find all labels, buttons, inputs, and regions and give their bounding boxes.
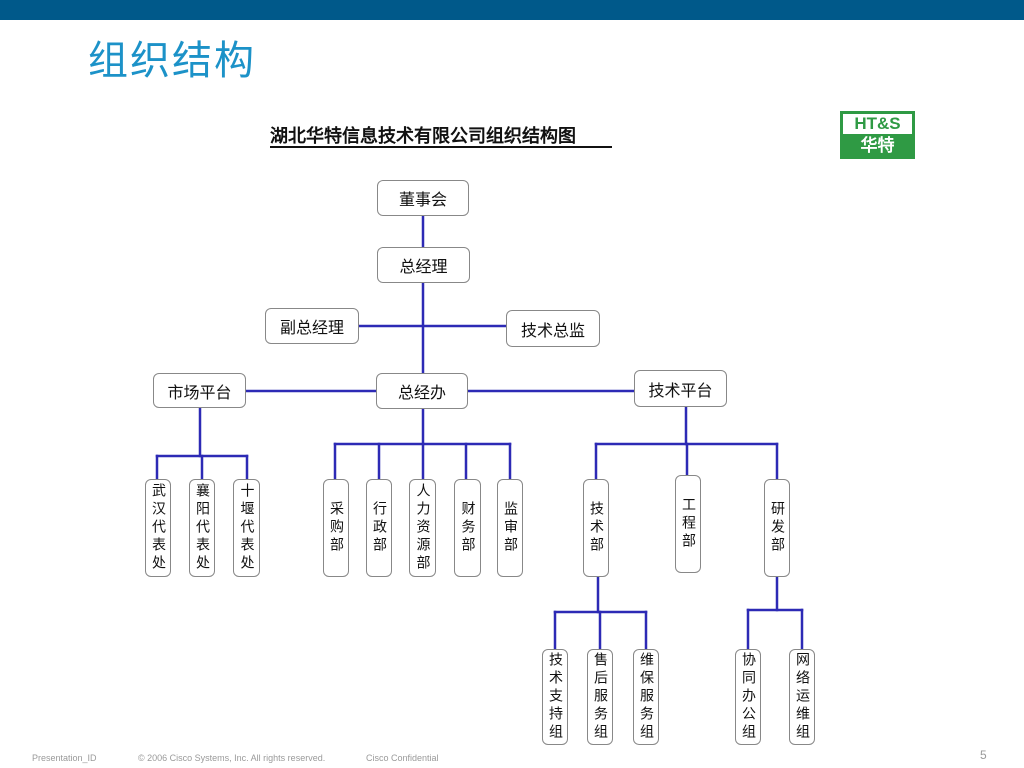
node-shiyan-office: 十堰代表处: [233, 479, 260, 577]
node-office-collab-group: 协同办公组: [735, 649, 761, 745]
node-wuhan-office: 武汉代表处: [145, 479, 171, 577]
chart-title-underline: [270, 146, 612, 148]
node-technical-director: 技术总监: [506, 310, 600, 347]
logo-text-bottom: 华特: [860, 136, 895, 156]
slide-title: 组织结构: [88, 38, 256, 84]
footer-presentation-id: Presentation_ID: [32, 753, 97, 763]
node-maintenance-group: 维保服务组: [633, 649, 659, 745]
node-xiangyang-office: 襄阳代表处: [189, 479, 215, 577]
node-purchasing-dept: 采购部: [323, 479, 349, 577]
logo-text-top: HT&S: [843, 114, 912, 134]
chart-title: 湖北华特信息技术有限公司组织结构图: [270, 126, 576, 147]
node-vice-general-manager: 副总经理: [265, 308, 359, 344]
top-bar: [0, 0, 1024, 20]
node-tech-support-group: 技术支持组: [542, 649, 568, 745]
node-netops-group: 网络运维组: [789, 649, 815, 745]
node-hr-dept: 人力资源部: [409, 479, 436, 577]
node-board: 董事会: [377, 180, 469, 216]
node-tech-dept: 技术部: [583, 479, 609, 577]
node-gm-office: 总经办: [376, 373, 468, 409]
node-engineering-dept: 工程部: [675, 475, 701, 573]
node-after-sales-group: 售后服务组: [587, 649, 613, 745]
footer-copyright: © 2006 Cisco Systems, Inc. All rights re…: [138, 753, 326, 763]
company-logo: HT&S 华特: [840, 111, 915, 159]
node-audit-dept: 监审部: [497, 479, 523, 577]
node-tech-platform: 技术平台: [634, 370, 727, 407]
node-admin-dept: 行政部: [366, 479, 392, 577]
node-rnd-dept: 研发部: [764, 479, 790, 577]
node-finance-dept: 财务部: [454, 479, 481, 577]
footer-confidential: Cisco Confidential: [366, 753, 439, 763]
page-number: 5: [980, 748, 987, 762]
node-market-platform: 市场平台: [153, 373, 246, 408]
node-general-manager: 总经理: [377, 247, 470, 283]
